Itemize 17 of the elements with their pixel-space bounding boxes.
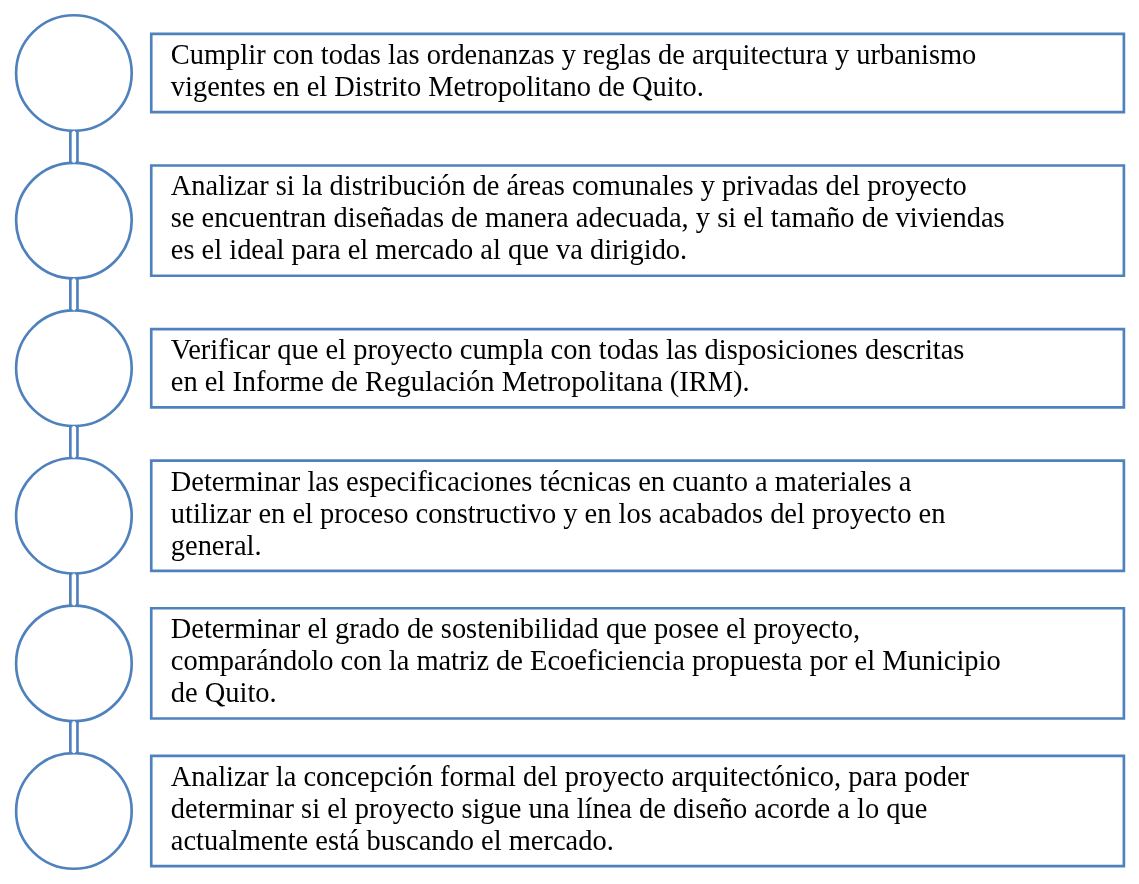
node-circle (14, 13, 133, 133)
node-circle (14, 309, 133, 428)
node-box: Analizar la concepción formal del proyecto arquitectónico, para poder determinar si el proyecto sigue una línea de diseño acorde a lo que actualmente está buscando el mercado. (149, 754, 1125, 868)
node-circle (14, 161, 133, 280)
connector (68, 721, 79, 753)
connector (68, 426, 79, 458)
node-box: Determinar el grado de sostenibilidad que posee el proyecto, comparándolo con la matriz de Ecoeficiencia propuesta por el Municipio de Quito. (149, 606, 1125, 720)
connector (68, 278, 79, 311)
node-box: Determinar las especificaciones técnicas en cuanto a materiales a utilizar en el proceso constructivo y en los acabados del proyecto en general. (149, 459, 1125, 573)
connector (68, 573, 79, 606)
node-circle (14, 456, 133, 575)
node-box: Cumplir con todas las ordenanzas y reglas de arquitectura y urbanismo vigentes en el Distrito Metropolitano de Quito. (149, 32, 1125, 114)
node-box: Analizar si la distribución de áreas comunales y privadas del proyecto se encuentran diseñadas de manera adecuada, y si el tamaño de viviendas es el ideal para el mercado al que va dirigido. (149, 164, 1125, 278)
node-box: Verificar que el proyecto cumpla con todas las disposiciones descritas en el Informe de Regulación Metropolitana (IRM). (149, 327, 1125, 409)
connector (68, 130, 79, 163)
node-circle (14, 751, 133, 871)
node-circle (14, 604, 133, 723)
